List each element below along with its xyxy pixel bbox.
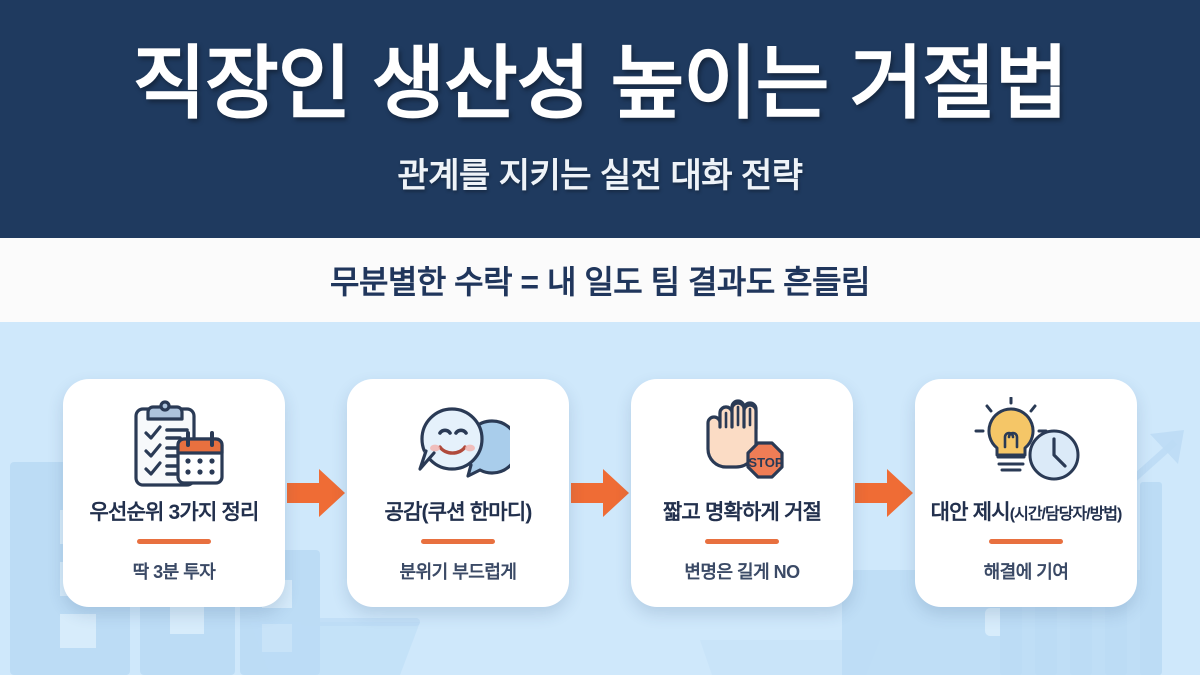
title-divider <box>137 539 211 545</box>
step-title: 공감(쿠션 한마디) <box>384 501 532 525</box>
step-title-detail: (시간/담당자/방법) <box>1009 506 1123 523</box>
arrow-step-2-to-3 <box>569 467 631 519</box>
right-arrow-icon <box>855 469 913 517</box>
step-subtitle: 분위기 부드럽게 <box>399 562 517 583</box>
key-message-band: 무분별한 수락 = 내 일도 팀 결과도 흔들림 <box>0 238 1200 322</box>
step-card-3[interactable]: STOP 짧고 명확하게 거절 변명은 길게 NO <box>631 379 853 607</box>
right-arrow-icon <box>571 469 629 517</box>
step-title-main: 공감(쿠션 한마디) <box>384 501 532 524</box>
right-arrow-icon <box>287 469 345 517</box>
steps-row: 우선순위 3가지 정리 딱 3분 투자 <box>0 378 1200 608</box>
arrow-step-1-to-2 <box>285 467 347 519</box>
step-subtitle: 딱 3분 투자 <box>132 562 216 583</box>
page-subtitle: 관계를 지키는 실전 대화 전략 <box>397 156 803 195</box>
header-banner: 직장인 생산성 높이는 거절법 관계를 지키는 실전 대화 전략 <box>0 0 1200 238</box>
clipboard-calendar-icon <box>122 395 226 495</box>
arrow-step-3-to-4 <box>853 467 915 519</box>
step-title-main: 우선순위 3가지 정리 <box>89 501 259 524</box>
step-card-2[interactable]: 공감(쿠션 한마디) 분위기 부드럽게 <box>347 379 569 607</box>
step-subtitle: 변명은 길게 NO <box>684 562 800 583</box>
title-divider <box>705 539 779 545</box>
step-title-main: 대안 제시 <box>930 501 1011 524</box>
lightbulb-clock-icon <box>971 395 1081 495</box>
smiling-speech-bubble-icon <box>406 395 510 495</box>
step-subtitle: 해결에 기여 <box>983 562 1069 583</box>
title-divider <box>989 539 1063 545</box>
step-title: 대안 제시 (시간/담당자/방법) <box>930 501 1123 525</box>
step-title: 짧고 명확하게 거절 <box>662 501 822 525</box>
step-card-4[interactable]: 대안 제시 (시간/담당자/방법) 해결에 기여 <box>915 379 1137 607</box>
step-title: 우선순위 3가지 정리 <box>89 501 259 525</box>
page-title: 직장인 생산성 높이는 거절법 <box>132 38 1069 128</box>
step-card-1[interactable]: 우선순위 3가지 정리 딱 3분 투자 <box>63 379 285 607</box>
stop-hand-icon: STOP <box>690 395 794 495</box>
title-divider <box>421 539 495 545</box>
key-message-text: 무분별한 수락 = 내 일도 팀 결과도 흔들림 <box>330 264 870 300</box>
stop-label: STOP <box>748 455 783 470</box>
step-title-main: 짧고 명확하게 거절 <box>662 501 822 524</box>
